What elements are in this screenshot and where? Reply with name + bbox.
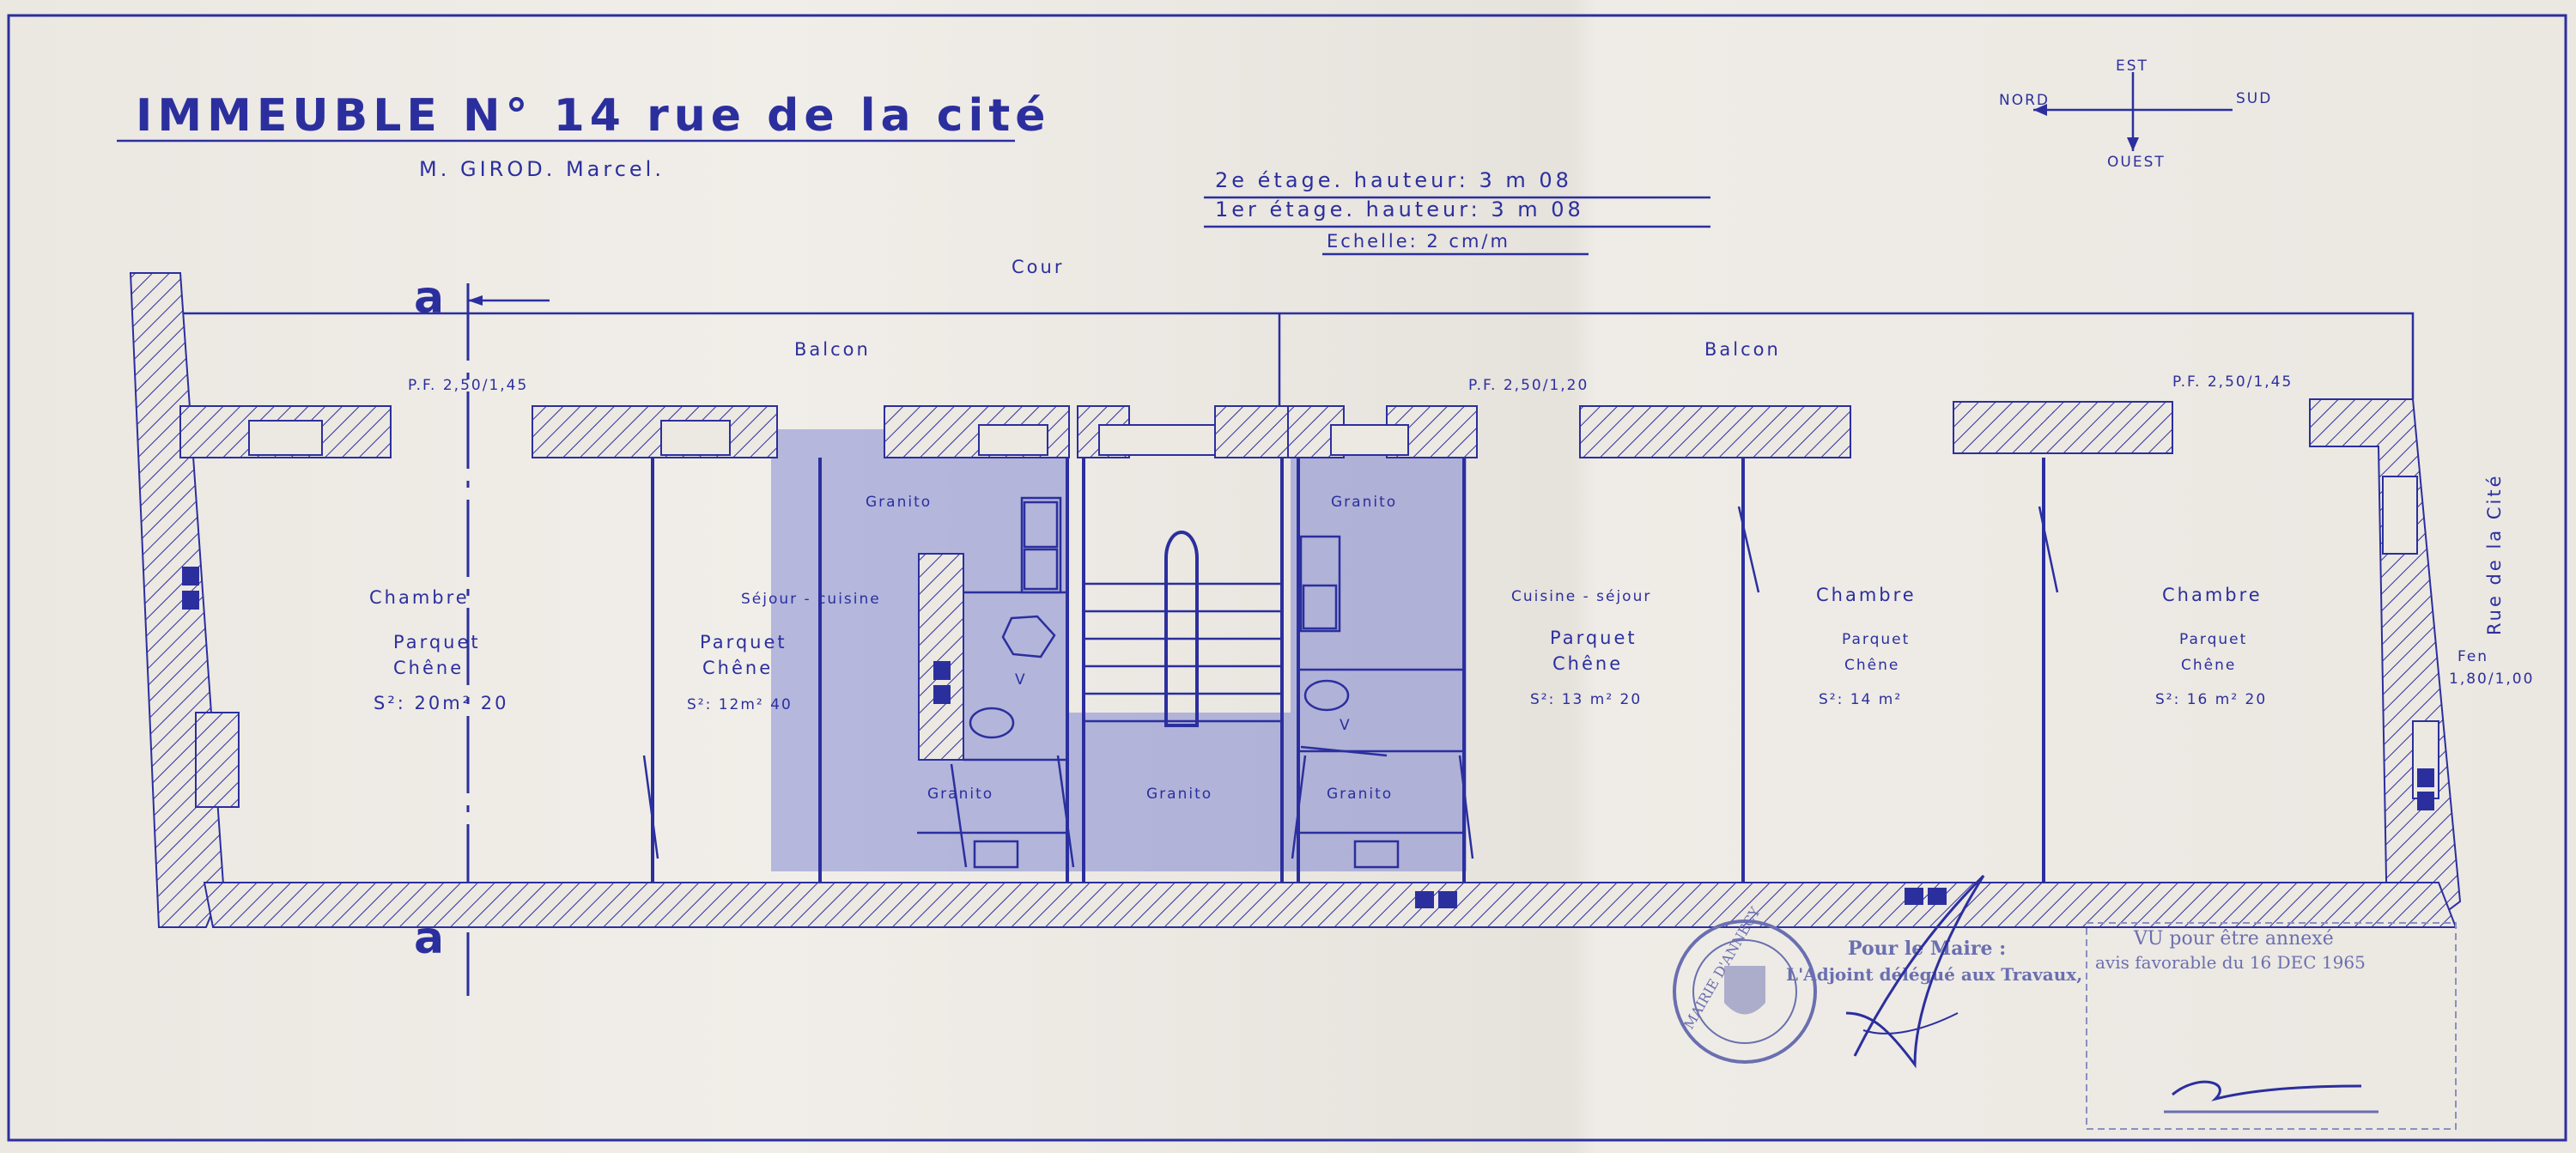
room-floor: Parquet	[1550, 628, 1637, 648]
pf-left-label: P.F. 2,50/1,45	[408, 377, 528, 394]
flue-marks	[182, 567, 2434, 908]
room-area: S²: 14 m²	[1819, 691, 1902, 708]
approval-stamp	[2086, 922, 2457, 1130]
balcony-right-label: Balcon	[1704, 339, 1781, 360]
room-area: S²: 16 m² 20	[2155, 691, 2267, 708]
room-cuisine-sejour: Cuisine - séjour Parquet Chêne S²: 13 m²…	[1511, 588, 1651, 708]
room-area: S²: 13 m² 20	[1530, 691, 1642, 708]
granite-label-hall-right: Granito	[1327, 786, 1393, 803]
room-wood: Chêne	[2181, 657, 2236, 674]
window-label: Fen	[2458, 648, 2488, 665]
window-size: 1,80/1,00	[2449, 671, 2534, 688]
room-area: S²: 20m² 20	[374, 693, 509, 713]
compass-east: EST	[2116, 58, 2148, 75]
room-name: Chambre	[369, 587, 470, 608]
compass-rose: NORD SUD EST OUEST	[1999, 58, 2272, 171]
floor2-height: 2e étage. hauteur: 3 m 08	[1215, 168, 1572, 192]
granite-label-bath: Granito	[1331, 494, 1397, 511]
pf-mid-label: P.F. 2,50/1,20	[1468, 377, 1589, 394]
room-sejour-cuisine: Séjour - cuisine Parquet Chêne S²: 12m² …	[687, 591, 881, 713]
compass-north: NORD	[1999, 92, 2050, 109]
room-floor: Parquet	[700, 632, 787, 652]
room-area: S²: 12m² 40	[687, 696, 793, 713]
street-label: Rue de la Cité	[2484, 473, 2505, 635]
room-floor: Parquet	[2179, 631, 2247, 648]
granite-label-kitchen: Granito	[866, 494, 932, 511]
room-wood: Chêne	[1552, 653, 1623, 674]
wc-vent-right: V	[1340, 717, 1352, 734]
door-leaves	[642, 506, 2059, 868]
room-wood: Chêne	[702, 658, 773, 678]
approval-line1: VU pour être annexé	[2133, 928, 2334, 950]
balcony-outline	[179, 312, 2415, 410]
compass-south: SUD	[2236, 90, 2272, 107]
sanitary-fixtures	[969, 496, 1400, 869]
room-name: Séjour - cuisine	[741, 591, 881, 608]
wc-vent-left: V	[1015, 671, 1027, 689]
granite-label-hall-left: Granito	[927, 786, 993, 803]
owner-name: M. GIROD. Marcel.	[419, 157, 665, 181]
pf-right-label: P.F. 2,50/1,45	[2172, 373, 2293, 391]
compass-west: OUEST	[2107, 154, 2166, 171]
granite-floor-areas	[771, 429, 1467, 871]
balcony-left-label: Balcon	[794, 339, 871, 360]
town-hall-seal	[1673, 919, 1817, 1064]
courtyard-label: Cour	[1012, 257, 1064, 277]
floor1-height: 1er étage. hauteur: 3 m 08	[1215, 197, 1584, 221]
scale-label: Echelle: 2 cm/m	[1327, 231, 1510, 252]
room-wood: Chêne	[1844, 657, 1899, 674]
section-mark-top: a	[414, 272, 449, 324]
room-chambre-west: Chambre Parquet Chêne S²: 20m² 20	[369, 587, 509, 713]
sheet-border	[7, 14, 2567, 1142]
window-sills	[248, 420, 2439, 799]
room-chambre-middle: Chambre Parquet Chêne S²: 14 m²	[1816, 585, 1917, 708]
room-chambre-east: Chambre Parquet Chêne S²: 16 m² 20	[2155, 585, 2267, 708]
stairwell	[1084, 531, 1282, 727]
signature	[1845, 874, 1985, 1069]
room-floor: Parquet	[393, 632, 481, 652]
granite-label-stair-hall: Granito	[1146, 786, 1212, 803]
approval-line2: avis favorable du 16 DEC 1965	[2095, 952, 2366, 973]
room-name: Cuisine - séjour	[1511, 588, 1651, 605]
room-wood: Chêne	[393, 658, 464, 678]
plan-title: IMMEUBLE N° 14 rue de la cité	[136, 90, 1051, 142]
exterior-walls	[129, 272, 2462, 928]
room-floor: Parquet	[1842, 631, 1910, 648]
room-name: Chambre	[1816, 585, 1917, 605]
room-name: Chambre	[2162, 585, 2263, 605]
